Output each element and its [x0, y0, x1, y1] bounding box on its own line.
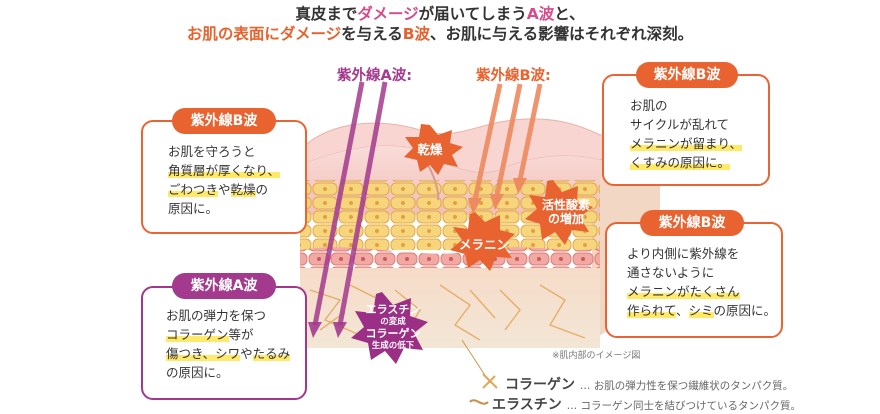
elastin-burst	[351, 292, 428, 364]
headline-line2-part-3: B波	[402, 25, 431, 43]
callout-line: お肌を守ろうと	[168, 142, 280, 161]
callout-text: より内側に紫外線を	[627, 246, 740, 261]
callout-line: くすみの原因に。	[630, 153, 742, 172]
uva-badge-bottom-left: 紫外線A波	[172, 273, 276, 299]
uva-rays	[308, 81, 388, 338]
melanin-burst	[450, 212, 515, 271]
callout-text: お肌の	[630, 98, 668, 113]
highlighted-text: シミ	[688, 303, 714, 318]
legend-elastin: エラスチン … コラーゲン同士を結びつけているタンパク質。	[492, 394, 801, 414]
elastin-label: エラスチン の変成 コラーゲン 生成の低下	[365, 303, 421, 352]
callout-line: 角質層が厚くなり、	[168, 161, 281, 180]
legend-collagen-desc: … お肌の弾力性を保つ繊維状のタンパク質。	[579, 380, 794, 392]
callout-text: サイクルが乱れて	[630, 117, 730, 132]
callout-text: や	[240, 346, 253, 361]
headline-line2-part-0: お肌の表面に	[186, 25, 280, 43]
highlighted-text: ごわつき	[168, 182, 219, 197]
callout-text: 原因に。	[168, 201, 219, 216]
callout-line: の原因に。	[166, 363, 290, 382]
callout-line: 作られて、シミの原因に。	[627, 301, 776, 320]
callout-text: の原因に。	[713, 303, 777, 318]
headline-line1-part-0: 真皮まで	[295, 5, 358, 23]
highlighted-text: 作られて	[627, 303, 677, 318]
highlighted-text: メラニンがたくさん	[627, 284, 740, 299]
elastin-legend-mark	[469, 399, 489, 405]
headline-line1-part-1: ダメージ	[357, 5, 419, 23]
legend-elastin-name: エラスチン	[492, 397, 562, 413]
highlighted-text: シワ	[215, 346, 241, 361]
uvb-callout-bottom-right	[605, 222, 783, 338]
highlighted-text: 傷つき、	[166, 346, 216, 361]
uvb-badge-top-left: 紫外線B波	[172, 108, 276, 134]
callout-line: メラニンが留まり、	[630, 134, 743, 153]
melanin-label: メラニン	[458, 237, 509, 252]
dryness-label: 乾燥	[417, 142, 443, 157]
uvb-badge-bottom-right: 紫外線B波	[640, 210, 744, 236]
callout-text: 、	[676, 303, 689, 318]
uvb-rays	[468, 83, 543, 214]
callout-line: コラーゲン等が	[166, 325, 290, 344]
headline-line2-part-4: 、お肌に与える影響はそれぞれ深刻。	[430, 25, 694, 43]
callout-text: お肌の弾力を保つ	[166, 308, 267, 323]
uvb-badge-top-right: 紫外線B波	[636, 62, 738, 88]
uvb-text-top-left: お肌を守ろうと角質層が厚くなり、ごわつきや乾燥の原因に。	[168, 142, 281, 218]
legend-elastin-desc: … コラーゲン同士を結びつけているタンパク質。	[566, 400, 801, 412]
legend-collagen-name: コラーゲン	[505, 377, 575, 393]
callout-line: メラニンがたくさん	[627, 282, 776, 301]
highlighted-text: メラニンが留まり、	[630, 136, 743, 151]
active-oxygen-label: 活性酸素 の増加	[541, 198, 590, 226]
active-oxygen-burst	[525, 180, 593, 245]
highlighted-text: 乾燥	[230, 182, 256, 197]
uvb-text-bottom-right: より内側に紫外線を通さないようにメラニンがたくさん作られて、シミの原因に。	[627, 244, 776, 320]
headline-line1-part-4: と、	[554, 5, 585, 23]
uva-callout-bottom-left	[141, 286, 307, 400]
dryness-burst	[404, 124, 463, 175]
callout-text: 通さないように	[627, 265, 715, 280]
callout-text: の原因に。	[166, 365, 229, 380]
highlighted-text: 角質層が厚くなり、	[168, 163, 281, 178]
highlighted-text: たるみ	[252, 346, 291, 361]
legend-collagen: コラーゲン … お肌の弾力性を保つ繊維状のタンパク質。	[505, 374, 793, 394]
callout-line: 通さないように	[627, 263, 776, 282]
callout-line: お肌の	[630, 96, 742, 115]
collagen-legend-mark	[482, 373, 498, 389]
callout-line: 原因に。	[168, 199, 280, 218]
headline-line2-part-2: を与える	[341, 25, 403, 43]
headline-line1-part-2: が届いてしまう	[418, 5, 527, 23]
callout-line: より内側に紫外線を	[627, 244, 776, 263]
uva-ray-label: 紫外線A波:	[337, 68, 413, 84]
callout-line: 傷つき、シワやたるみ	[166, 344, 291, 363]
headline-line2-part-1: ダメージ	[279, 25, 342, 43]
callout-text: お肌を守ろうと	[168, 144, 256, 159]
headline-line-2: お肌の表面にダメージを与えるB波、お肌に与える影響はそれぞれ深刻。	[0, 22, 880, 44]
uva-text-bottom-left: お肌の弾力を保つコラーゲン等が傷つき、シワやたるみの原因に。	[166, 306, 291, 382]
callout-text: や	[218, 182, 231, 197]
headline-line1-part-3: A波	[526, 5, 555, 23]
callout-line: お肌の弾力を保つ	[166, 306, 290, 325]
uvb-text-top-right: お肌のサイクルが乱れてメラニンが留まり、くすみの原因に。	[630, 96, 743, 172]
highlighted-text: くすみの原因に。	[630, 155, 731, 170]
callout-text: の	[255, 182, 269, 197]
headline-line-1: 真皮までダメージが届いてしまうA波と、	[0, 2, 880, 24]
callout-text: 等が	[228, 327, 254, 342]
uvb-ray-label: 紫外線B波:	[476, 68, 551, 84]
illustration-note: ※肌内部のイメージ図	[552, 351, 641, 361]
highlighted-text: コラーゲン	[166, 327, 229, 342]
callout-line: ごわつきや乾燥の	[168, 180, 280, 199]
callout-line: サイクルが乱れて	[630, 115, 742, 134]
